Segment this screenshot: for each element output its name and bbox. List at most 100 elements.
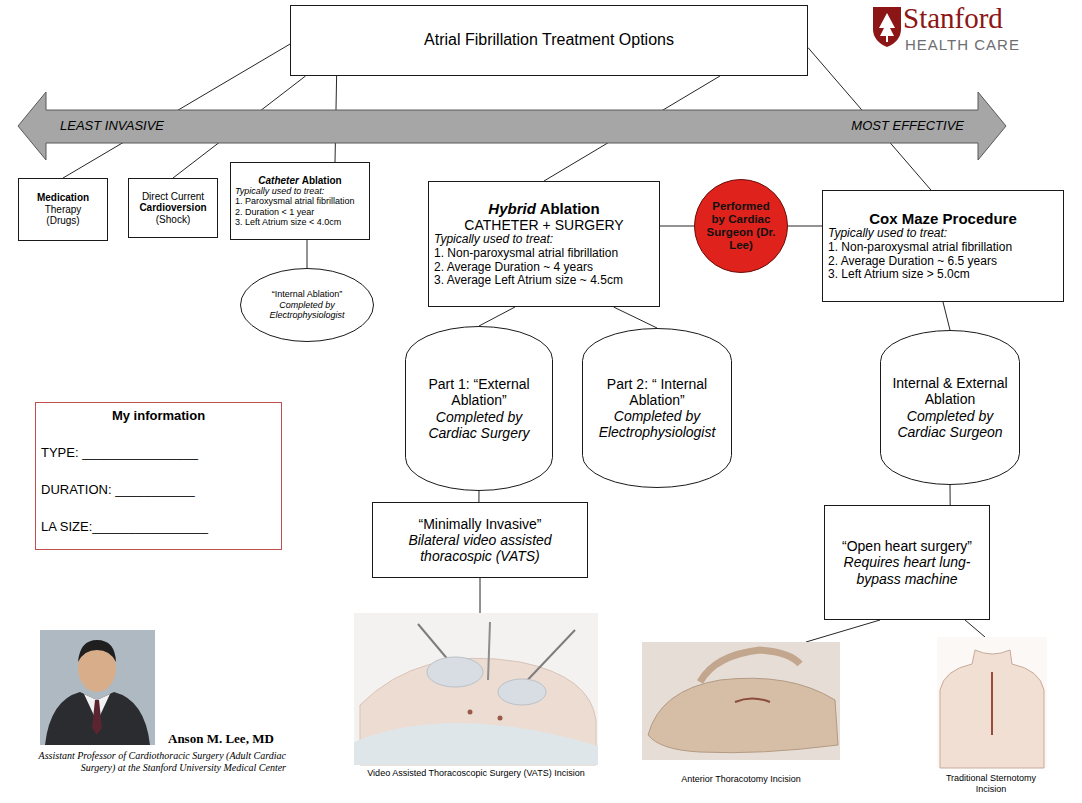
label-holder: Anson M. Lee, MD xyxy=(168,731,293,747)
image-ground xyxy=(354,613,598,765)
pill-outline xyxy=(583,329,732,488)
hair xyxy=(78,640,116,662)
node-text: (Shock) xyxy=(133,214,213,226)
node-text: Completed by Electrophysiologist xyxy=(256,300,358,321)
node-text: “Minimally Invasive” xyxy=(379,516,581,532)
option-box: Direct CurrentCardioversion(Shock) xyxy=(128,178,218,238)
node-content: LEAST INVASIVE MOST EFFECTIVE xyxy=(18,92,1006,160)
label-holder: HEALTH CARE xyxy=(905,36,1075,53)
label-text: Traditional Sternotomy Incision xyxy=(932,773,1050,796)
hand xyxy=(498,679,546,705)
instrument xyxy=(488,622,490,680)
image-ground xyxy=(937,637,1047,768)
label-text: Video Assisted Thoracoscopic Surgery (VA… xyxy=(366,768,586,780)
hand xyxy=(427,657,483,687)
node-text: Completed by Electrophysiologist xyxy=(590,408,724,440)
option-box: HybridAblationCATHETER + SURGERYTypicall… xyxy=(428,181,660,307)
node-text: “Internal Ablation” xyxy=(256,289,358,299)
label-holder: Anterior Thoracotomy Incision xyxy=(661,774,821,784)
node-text: MOST EFFECTIVE xyxy=(849,119,966,134)
tie xyxy=(92,700,102,735)
connector xyxy=(478,491,479,502)
arm xyxy=(700,650,800,682)
leader-line xyxy=(806,620,880,642)
node-content: “Open heart surgery”Requires heart lung-… xyxy=(825,506,989,619)
node-text: 2. Average Duration ~ 4 years xyxy=(434,261,654,275)
pill-outline xyxy=(881,331,1020,485)
image-ground xyxy=(642,642,840,760)
node-text: Ablation xyxy=(302,175,342,186)
connector xyxy=(660,226,694,227)
node-content: HybridAblationCATHETER + SURGERYTypicall… xyxy=(429,182,659,306)
connector xyxy=(479,307,515,326)
incision xyxy=(735,699,770,703)
node-text: Typically used to treat: xyxy=(235,186,365,196)
thoracotomy-illustration xyxy=(642,642,840,760)
label-text: Anson M. Lee, MD xyxy=(168,731,293,747)
step-pill: Internal & External AblationCompleted by… xyxy=(880,330,1020,485)
step-pill: Part 1: “External Ablation”Completed by … xyxy=(405,326,553,491)
node-text: Part 1: “External Ablation” xyxy=(413,376,545,408)
node-text: DURATION: ___________ xyxy=(41,483,276,498)
pill-outline xyxy=(406,327,553,491)
node-text: Requires heart lung-bypass machine xyxy=(831,554,983,586)
leader-line xyxy=(480,578,481,613)
connector xyxy=(614,307,657,328)
node-text: Cardioversion xyxy=(133,202,213,214)
node-text: Performed by Cardiac Surgeon (Dr. Lee) xyxy=(704,200,778,253)
node-text: 2. Average Duration ~ 6.5 years xyxy=(828,255,1058,269)
node-content: Part 1: “External Ablation”Completed by … xyxy=(405,326,553,491)
node-text: TYPE: ________________ xyxy=(41,446,276,461)
step-pill: Part 2: “ Internal Ablation”Completed by… xyxy=(582,328,732,488)
node-text: “Open heart surgery” xyxy=(831,538,983,554)
shield xyxy=(873,7,901,47)
node-content: MedicationTherapy (Drugs) xyxy=(19,179,107,240)
node-text: 3. Left Atrium size < 4.0cm xyxy=(235,217,365,227)
node-text: Direct Current xyxy=(133,191,213,203)
connector xyxy=(788,226,822,227)
suit xyxy=(45,692,150,745)
node-text: 3. Left Atrium size > 5.0cm xyxy=(828,268,1058,282)
node-text: My information xyxy=(41,409,276,424)
node-content: My informationTYPE: ________________ DURA… xyxy=(36,403,281,549)
title-box: Atrial Fibrillation Treatment Options xyxy=(290,5,808,76)
text-row: CatheterAblation xyxy=(235,175,365,187)
node-text: Catheter xyxy=(258,175,299,186)
label-holder: Stanford xyxy=(903,3,1073,35)
node-text: Ablation xyxy=(540,200,600,217)
connector xyxy=(943,302,950,330)
node-text: 2. Duration < 1 year xyxy=(235,207,365,217)
port xyxy=(498,716,503,721)
node-content: Atrial Fibrillation Treatment Options xyxy=(291,6,807,75)
node-text: Internal & External Ablation xyxy=(888,375,1012,407)
node-text: 1. Non-paroxysmal atrial fibrillation xyxy=(828,241,1058,255)
sternotomy-illustration xyxy=(937,637,1047,768)
node-text: CATHETER + SURGERY xyxy=(434,217,654,233)
circle-outline xyxy=(695,180,788,273)
node-text: Cox Maze Procedure xyxy=(828,210,1058,227)
scale-arrow: LEAST INVASIVE MOST EFFECTIVE xyxy=(18,92,1006,160)
text-row: HybridAblation xyxy=(434,200,654,217)
trunk xyxy=(886,36,888,42)
torso xyxy=(940,650,1044,768)
label-text: HEALTH CARE xyxy=(905,36,1075,53)
option-box: Cox Maze ProcedureTypically used to trea… xyxy=(822,190,1064,302)
photo-ground xyxy=(40,630,155,745)
label-holder: Assistant Professor of Cardiothoracic Su… xyxy=(28,750,286,774)
port xyxy=(468,710,473,715)
node-text: Typically used to treat: xyxy=(434,233,654,247)
node-content: Part 2: “ Internal Ablation”Completed by… xyxy=(582,328,732,488)
node-text: 1. Non-paroxysmal atrial fibrillation xyxy=(434,247,654,261)
label-text: Stanford xyxy=(903,3,1073,35)
option-box: MedicationTherapy (Drugs) xyxy=(18,178,108,241)
label-holder: Traditional Sternotomy Incision xyxy=(932,773,1050,796)
node-text: Therapy (Drugs) xyxy=(23,204,103,227)
node-text: LA SIZE:________________ xyxy=(41,520,276,535)
logo-shield xyxy=(873,7,901,47)
note-circle: Performed by Cardiac Surgeon (Dr. Lee) xyxy=(694,179,788,273)
node-text: Atrial Fibrillation Treatment Options xyxy=(299,31,799,49)
node-text: Typically used to treat: xyxy=(828,227,1058,241)
node-text: LEAST INVASIVE xyxy=(58,119,166,134)
